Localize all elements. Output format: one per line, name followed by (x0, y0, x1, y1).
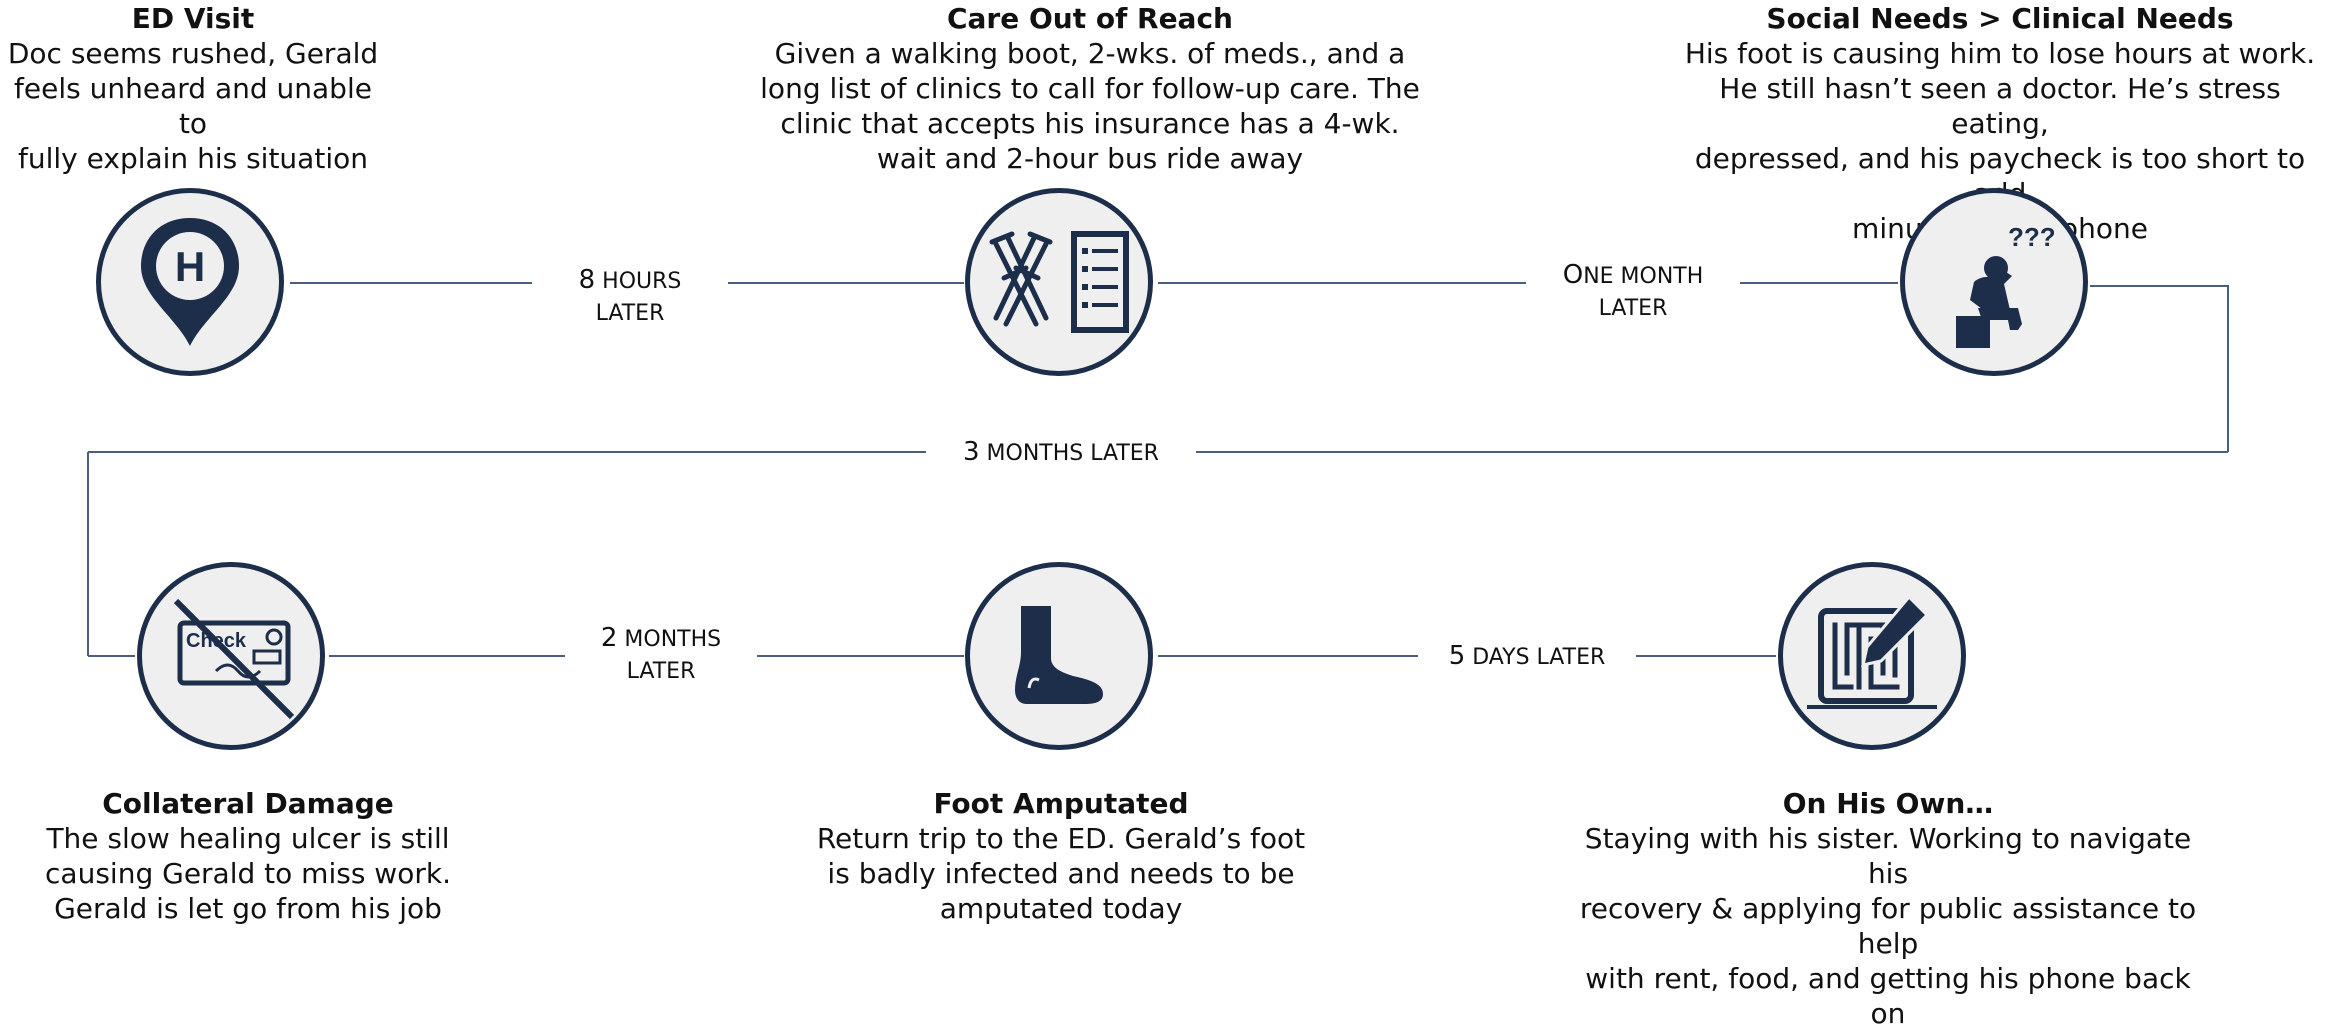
svg-text:H: H (175, 243, 205, 290)
interval-label-3-months: 3 months later (926, 436, 1196, 470)
stage-desc-line: amputated today (939, 892, 1183, 925)
stage-desc-line: Doc seems rushed, Gerald (7, 37, 379, 70)
stage-title: Care Out of Reach (946, 2, 1233, 35)
svg-text:???: ??? (2008, 222, 2054, 252)
interval-label-5-days: 5 days later (1418, 640, 1636, 674)
stage-desc-line: long list of clinics to call for follow-… (760, 72, 1420, 105)
interval-label-8-hours: 8 hours later (532, 264, 728, 330)
stage-title: On His Own… (1782, 787, 1994, 820)
stage-desc-line: fully explain his situation (18, 142, 368, 175)
hospital-pin-icon: H (141, 218, 239, 346)
stage-social-needs-text: Social Needs > Clinical Needs His foot i… (1670, 2, 2330, 246)
stage-desc-line: causing Gerald to miss work. (45, 857, 451, 890)
stage-desc-line: Return trip to the ED. Gerald’s foot (816, 822, 1306, 855)
stage-desc-line: wait and 2-hour bus ride away (876, 142, 1304, 175)
stage-on-his-own-text: On His Own… Staying with his sister. Wor… (1568, 787, 2208, 1031)
stage-desc-line: His foot is causing him to lose hours at… (1684, 37, 2316, 70)
stage-title: ED Visit (131, 2, 255, 35)
stage-node-social-needs: ??? (1900, 188, 2088, 376)
stage-desc-line: clinic that accepts his insurance has a … (780, 107, 1400, 140)
stage-desc-line: feels unheard and unable to (14, 72, 372, 140)
stage-desc-line: Gerald is let go from his job (54, 892, 442, 925)
foot-icon (1015, 606, 1103, 704)
stage-ed-visit-text: ED Visit Doc seems rushed, Gerald feels … (0, 2, 386, 176)
stage-node-foot-amputated (965, 562, 1153, 750)
stage-node-on-his-own (1778, 562, 1966, 750)
stage-desc-line: The slow healing ulcer is still (46, 822, 450, 855)
connector-wrap-right (2090, 285, 2229, 452)
stage-title: Foot Amputated (933, 787, 1189, 820)
interval-label-2-months: 2 months later (565, 622, 757, 688)
stage-foot-amputated-text: Foot Amputated Return trip to the ED. Ge… (796, 787, 1326, 926)
stage-desc-line: Given a walking boot, 2-wks. of meds., a… (774, 37, 1406, 70)
maze-pen-icon (1807, 594, 1937, 709)
stage-desc-line: Staying with his sister. Working to navi… (1584, 822, 2192, 890)
stage-collateral-damage-text: Collateral Damage The slow healing ulcer… (20, 787, 476, 926)
crutches-checklist-icon (989, 231, 1129, 333)
stage-desc-line: is badly infected and needs to be (827, 857, 1295, 890)
stage-node-collateral-damage: Check (137, 562, 325, 750)
stage-title: Social Needs > Clinical Needs (1766, 2, 2234, 35)
no-paycheck-icon: Check (173, 598, 295, 720)
stage-desc-line: He still hasn’t seen a doctor. He’s stre… (1719, 72, 2281, 140)
stage-title: Collateral Damage (102, 787, 394, 820)
stage-care-out-of-reach-text: Care Out of Reach Given a walking boot, … (740, 2, 1440, 176)
stage-desc-line: with rent, food, and getting his phone b… (1585, 962, 2191, 1030)
stage-desc-line: recovery & applying for public assistanc… (1579, 892, 2197, 960)
interval-label-one-month: One month later (1526, 259, 1740, 325)
stage-node-ed-visit: H (96, 188, 284, 376)
confused-person-icon: ??? (1956, 222, 2054, 348)
stage-node-care-out-of-reach (965, 188, 1153, 376)
